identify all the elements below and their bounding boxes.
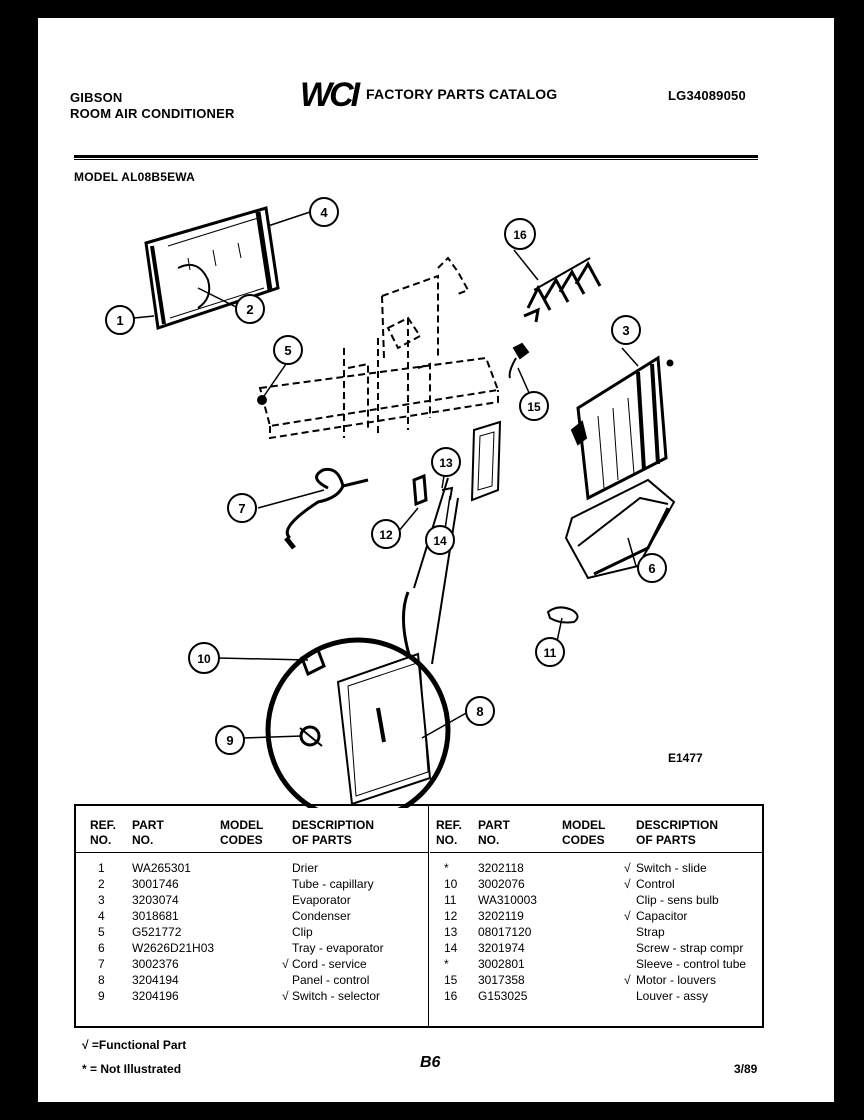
not-illustrated-legend: * = Not Illustrated [82, 1062, 182, 1076]
catalog-title: FACTORY PARTS CATALOG [366, 86, 558, 102]
callout-10-label: 10 [197, 652, 211, 666]
product-type: ROOM AIR CONDITIONER [70, 106, 235, 121]
callout-15: 15 [519, 391, 549, 421]
catalog-number: LG34089050 [668, 88, 746, 103]
callout-4-label: 4 [320, 205, 328, 220]
model-number: MODEL AL08B5EWA [74, 170, 196, 184]
functional-part-legend: √ =Functional Part [82, 1038, 187, 1052]
callout-12: 12 [371, 519, 401, 549]
callout-7-label: 7 [238, 501, 245, 516]
callout-10: 10 [188, 642, 220, 674]
callout-14-label: 14 [433, 534, 447, 548]
catalog-page: GIBSON ROOM AIR CONDITIONER WCI FACTORY … [38, 18, 834, 1102]
louver-drawing [523, 257, 602, 323]
callout-3-label: 3 [622, 323, 629, 338]
table-header-rule-right [430, 852, 762, 853]
callout-11-label: 11 [544, 646, 557, 660]
header-ref-no-left: REF.NO. [90, 818, 117, 847]
header-ref-no-right: REF.NO. [436, 818, 463, 847]
page-number: B6 [420, 1054, 441, 1071]
callouts: 1 2 3 4 5 6 7 8 9 10 11 12 13 14 15 16 [105, 197, 667, 755]
callout-13-label: 13 [439, 456, 453, 470]
callout-5-label: 5 [284, 343, 291, 358]
callout-7: 7 [227, 493, 257, 523]
control-panel-detail-drawing [265, 477, 459, 808]
callout-2: 2 [235, 294, 265, 324]
figure-code: E1477 [668, 751, 703, 765]
callout-1-label: 1 [116, 313, 123, 328]
callout-15-label: 15 [527, 400, 541, 414]
table-row: *3202118√Switch - slide [444, 861, 707, 875]
callout-6: 6 [637, 553, 667, 583]
callout-8-label: 8 [476, 704, 483, 719]
issue-date: 3/89 [734, 1062, 758, 1076]
brand-name: GIBSON [70, 90, 123, 105]
callout-9-label: 9 [226, 733, 233, 748]
condenser-drawing [144, 206, 280, 330]
callout-5: 5 [273, 335, 303, 365]
evaporator-drawing [570, 355, 668, 501]
callout-6-label: 6 [648, 561, 655, 576]
callout-14: 14 [425, 525, 455, 555]
callout-2-label: 2 [246, 302, 253, 317]
callout-16-label: 16 [513, 228, 527, 242]
callout-16: 16 [504, 218, 536, 250]
callout-12-label: 12 [379, 528, 393, 542]
table-divider [428, 806, 429, 1026]
callout-11: 11 [535, 637, 565, 667]
callout-13: 13 [431, 447, 461, 477]
exploded-parts-diagram: 1 2 3 4 5 6 7 8 9 10 11 12 13 14 15 16 E… [105, 197, 703, 808]
header-rule [74, 155, 758, 158]
callout-4: 4 [309, 197, 339, 227]
callout-9: 9 [215, 725, 245, 755]
callout-1: 1 [105, 305, 135, 335]
table-header-rule-left [76, 852, 428, 853]
header-rule-thin [74, 159, 758, 160]
callout-8: 8 [465, 696, 495, 726]
base-pan-drawing [258, 256, 500, 440]
callout-3: 3 [611, 315, 641, 345]
wci-logo: WCI [300, 76, 360, 114]
